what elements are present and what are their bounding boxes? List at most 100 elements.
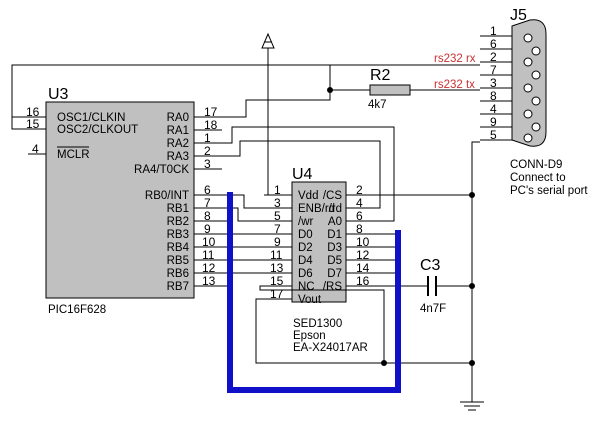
u3-pin-rb3: RB3 (167, 229, 189, 241)
u4-pin-rd: /rd (329, 203, 342, 215)
j5-pin-7: 7 (490, 63, 497, 77)
j5-pin-3: 3 (490, 76, 497, 90)
j5-pin-5: 5 (490, 128, 497, 142)
u3-pin-ra3: RA3 (167, 151, 189, 163)
u3-pin-num-12: 12 (202, 261, 216, 275)
ground-symbol (460, 401, 484, 411)
u4-pin-num-16: 16 (356, 274, 370, 288)
u3-pin-osc2: OSC2/CLKOUT (57, 124, 138, 136)
wire-ra2-a0 (222, 126, 395, 222)
j5-note-1: Connect to (510, 172, 566, 184)
u4-pin-num-17: 17 (270, 287, 284, 301)
wire-nc-loop (259, 285, 385, 363)
u4-pin-d0: D0 (298, 229, 313, 241)
u3-pin-ra1: RA1 (167, 125, 189, 137)
u4-model: EA-X24017AR (293, 342, 368, 354)
j5-connector: J5 1 6 2 7 3 (480, 7, 588, 197)
u4-pin-num-3: 3 (274, 196, 281, 210)
j5-pin-6: 6 (490, 37, 497, 51)
u4-pin-d4: D4 (298, 255, 313, 267)
j5-pin-8: 8 (490, 89, 497, 103)
u4-pin-num-1: 1 (274, 183, 281, 197)
wire-gnd-rail (471, 141, 480, 402)
j5-pin-1: 1 (490, 24, 497, 38)
u4-ref: U4 (292, 166, 313, 183)
u4-pin-wr: /wr (298, 216, 314, 228)
u3-pin-num-18: 18 (204, 118, 218, 132)
wire-ra0 (222, 90, 331, 118)
u3-body (45, 101, 195, 299)
u4-part: SED1300 (293, 318, 342, 330)
c3-ref: C3 (420, 257, 441, 274)
u4-pin-vout: Vout (298, 294, 322, 306)
u3-part: PIC16F628 (48, 304, 106, 316)
u4-pin-num-6: 6 (356, 209, 363, 223)
u3-pin-num-8: 8 (204, 209, 211, 223)
u4-maker: Epson (293, 330, 326, 342)
u3-pin-num-16: 16 (26, 105, 40, 119)
u4-pin-nc: NC (298, 281, 315, 293)
u4-pin-num-13: 13 (270, 261, 284, 275)
u3-pin-mclr: MCLR (57, 149, 90, 161)
u4-pin-vdd: Vdd (298, 190, 318, 202)
u3-pin-ra2: RA2 (167, 138, 189, 150)
u3-pin-ra0: RA0 (167, 112, 189, 124)
u3-pin-num-2: 2 (204, 144, 211, 158)
r2-value: 4k7 (368, 99, 387, 111)
u4-pin-d1: D1 (327, 229, 342, 241)
j5-note-2: PC's serial port (510, 185, 588, 197)
j5-pin-2: 2 (490, 50, 497, 64)
j5-ref: J5 (510, 7, 527, 24)
u3-pin-num-9: 9 (204, 222, 211, 236)
u4-pin-d5: D5 (327, 255, 342, 267)
r2-ref: R2 (370, 67, 391, 84)
u4-pin-cs: /CS (323, 190, 343, 202)
u4-pin-num-9: 9 (274, 235, 281, 249)
u3-pin-rb4: RB4 (167, 242, 190, 254)
u4-pin-a0: A0 (328, 216, 342, 228)
u4-pin-num-14: 14 (356, 261, 370, 275)
u4-pin-d7: D7 (327, 268, 342, 280)
wire-ra0-rx (11, 64, 380, 118)
u3-pin-num-3: 3 (204, 157, 211, 171)
vdd-power-symbol (261, 32, 275, 49)
c3-value: 4n7F (420, 303, 446, 315)
u3-pin-rb6: RB6 (167, 268, 189, 280)
j5-part: CONN-D9 (510, 159, 562, 171)
u3-pin-num-6: 6 (204, 183, 211, 197)
net-rx: rs232 rx (434, 53, 476, 65)
junctions (327, 87, 475, 366)
u4-pin-num-12: 12 (356, 248, 370, 262)
u3-pin-num-10: 10 (202, 235, 216, 249)
wire-vout-gnd (255, 298, 472, 364)
u3-pin-rb0: RB0/INT (145, 190, 189, 202)
u4-pin-num-2: 2 (356, 183, 363, 197)
u4-pin-num-15: 15 (270, 274, 284, 288)
u4-lcd: U4 SED1300 Epson EA-X24017AR 1 3 5 (264, 166, 374, 354)
data-bus (227, 192, 401, 393)
u4-pin-d3: D3 (327, 242, 342, 254)
j5-pin-4: 4 (490, 102, 497, 116)
u3-pin-num-11: 11 (202, 248, 215, 262)
u4-pin-d6: D6 (298, 268, 313, 280)
u3-pin-rb5: RB5 (167, 255, 189, 267)
u4-pin-num-10: 10 (356, 235, 370, 249)
u3-pin-num-17: 17 (204, 105, 218, 119)
r2-resistor: R2 4k7 (368, 67, 411, 111)
u3-pin-num-15: 15 (26, 117, 40, 131)
u3-pin-rb2: RB2 (167, 216, 189, 228)
u3-pin-osc1: OSC1/CLKIN (57, 112, 125, 124)
u4-pin-num-11: 11 (270, 248, 283, 262)
u3-pic: U3 PIC16F628 16 15 4 OSC1/CLKIN OSC2/CLK… (20, 86, 222, 316)
c3-capacitor: C3 4n7F (420, 257, 446, 315)
u4-pin-rs: /RS (323, 281, 343, 293)
u3-pin-num-1: 1 (204, 131, 211, 145)
u4-pin-num-5: 5 (274, 209, 281, 223)
u4-pin-num-7: 7 (274, 222, 281, 236)
net-tx: rs232 tx (434, 79, 475, 91)
j5-pin-9: 9 (490, 115, 497, 129)
u4-body (291, 181, 347, 303)
u3-pin-num-13: 13 (202, 274, 216, 288)
